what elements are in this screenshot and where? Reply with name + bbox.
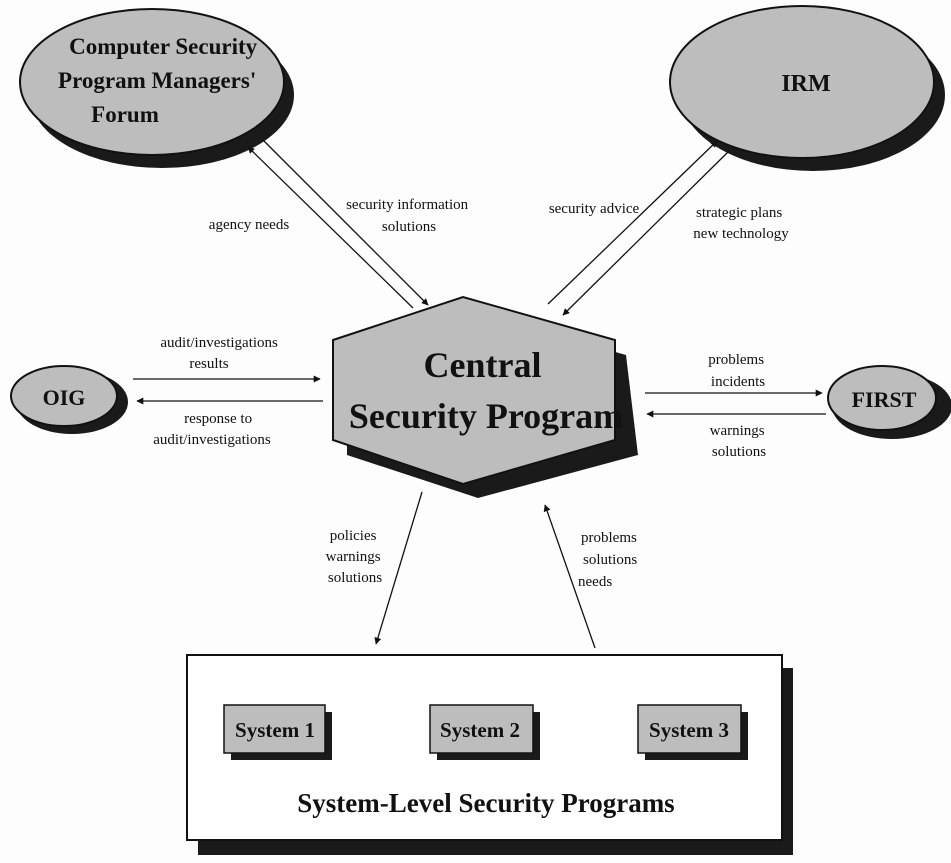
first-title: FIRST xyxy=(852,387,917,412)
label-audit-results: audit/investigations results xyxy=(160,335,281,372)
central-title-line-2: Security Program xyxy=(349,396,623,436)
svg-text:Computer Security Progra: Computer Security Program Managers' Foru… xyxy=(58,34,263,127)
system-2-node: System 2 xyxy=(429,704,540,760)
forum-title-line-1: Computer Security xyxy=(69,34,258,59)
arrow-central-to-irm xyxy=(547,140,718,305)
system-3-label: System 3 xyxy=(649,718,729,742)
oig-node: OIG xyxy=(10,365,128,434)
label-problems-solutions-needs: problems solutions needs xyxy=(578,530,641,590)
label-response-to-audit: response to audit/investigations xyxy=(153,411,271,448)
system-2-label: System 2 xyxy=(440,718,520,742)
label-security-advice: security advice xyxy=(549,201,640,217)
first-node: FIRST xyxy=(827,365,951,439)
oig-title: OIG xyxy=(43,385,86,410)
forum-node: Computer Security Program Managers' Foru… xyxy=(19,8,294,168)
irm-node: IRM xyxy=(669,5,945,171)
arrows xyxy=(133,139,826,649)
irm-title: IRM xyxy=(781,71,830,97)
label-warnings-solutions: warnings solutions xyxy=(710,423,769,460)
system-3-node: System 3 xyxy=(637,704,748,760)
system-1-label: System 1 xyxy=(235,718,315,742)
label-problems-incidents: problems incidents xyxy=(708,352,768,390)
central-node: Central Security Program xyxy=(332,295,638,498)
label-strategic-plans-new-technology: strategic plans new technology xyxy=(693,205,789,242)
arrow-irm-to-central xyxy=(562,150,730,316)
arrow-systems-to-central xyxy=(543,504,596,649)
edge-labels: agency needs security information soluti… xyxy=(153,197,789,590)
label-policies-warnings-solutions: policies warnings solutions xyxy=(326,528,385,586)
label-agency-needs: agency needs xyxy=(209,217,290,233)
system-1-node: System 1 xyxy=(223,704,332,760)
forum-title-line-2: Program Managers' xyxy=(58,68,256,93)
forum-title-line-3: Forum xyxy=(91,102,159,127)
svg-text:Central Security Program: Central Security Program xyxy=(349,345,623,436)
systems-box: System 1 System 2 System 3 System-Level … xyxy=(186,654,793,855)
arrow-central-to-forum xyxy=(247,146,414,309)
label-security-information-solutions: security information solutions xyxy=(346,197,472,235)
arrow-forum-to-central xyxy=(262,139,429,306)
arrow-central-to-systems xyxy=(374,491,423,645)
systems-box-title: System-Level Security Programs xyxy=(297,788,674,818)
central-title-line-1: Central xyxy=(424,345,542,385)
